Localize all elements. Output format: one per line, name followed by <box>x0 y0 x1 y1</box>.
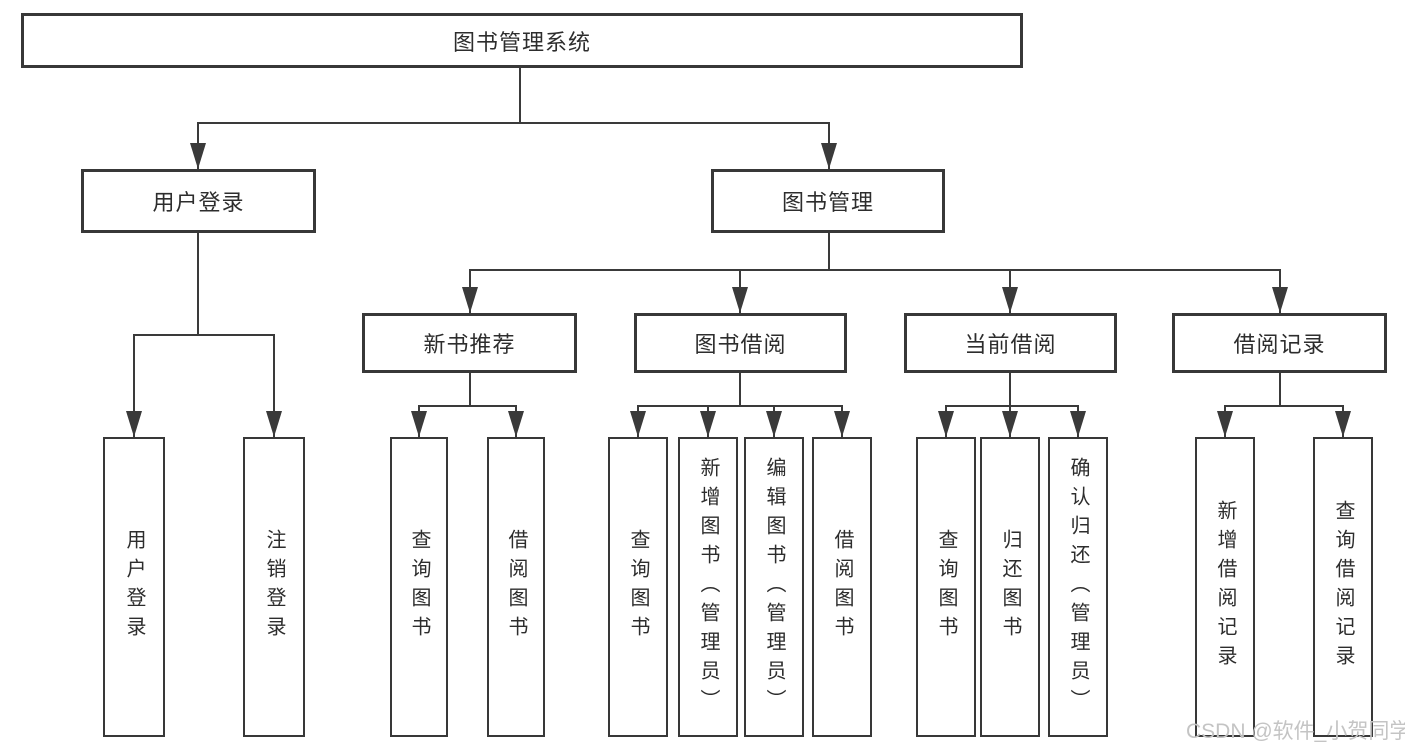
node-book-borrowing: 图书借阅 <box>634 313 847 373</box>
edge-line <box>828 233 830 270</box>
leaf-query-borrow-record: 查询借阅记录 <box>1313 437 1373 737</box>
arrow-down-icon <box>508 411 524 437</box>
node-user-login: 用户登录 <box>81 169 316 233</box>
edge-line <box>469 373 471 406</box>
leaf-add-books-admin: 新增图书（管理员） <box>678 437 738 737</box>
arrow-down-icon <box>462 287 478 313</box>
node-root-library-management-system: 图书管理系统 <box>21 13 1023 68</box>
edge-line <box>1224 405 1344 407</box>
arrow-down-icon <box>411 411 427 437</box>
arrow-down-icon <box>1272 287 1288 313</box>
edge-line <box>519 68 521 123</box>
arrow-down-icon <box>1070 411 1086 437</box>
leaf-add-borrow-record: 新增借阅记录 <box>1195 437 1255 737</box>
edge-line <box>945 405 1079 407</box>
arrow-down-icon <box>266 411 282 437</box>
arrow-down-icon <box>190 143 206 169</box>
edge-line <box>1009 373 1011 406</box>
edge-line <box>133 334 135 437</box>
arrow-down-icon <box>1335 411 1351 437</box>
leaf-borrow-books-borrowing: 借阅图书 <box>812 437 872 737</box>
node-current-borrowing: 当前借阅 <box>904 313 1117 373</box>
leaf-query-books-recommend: 查询图书 <box>390 437 448 737</box>
edge-line <box>197 122 830 124</box>
node-borrowing-records: 借阅记录 <box>1172 313 1387 373</box>
csdn-watermark: CSDN @软件_小贺同学 <box>1186 720 1405 743</box>
leaf-query-books-borrowing: 查询图书 <box>608 437 668 737</box>
edge-line <box>469 269 1281 271</box>
arrow-down-icon <box>821 143 837 169</box>
edge-line <box>739 373 741 406</box>
leaf-return-books: 归还图书 <box>980 437 1040 737</box>
edge-line <box>133 334 275 336</box>
arrow-down-icon <box>1217 411 1233 437</box>
arrow-down-icon <box>1002 287 1018 313</box>
edge-line <box>273 334 275 437</box>
arrow-down-icon <box>732 287 748 313</box>
edge-line <box>1279 373 1281 406</box>
arrow-down-icon <box>938 411 954 437</box>
leaf-logout: 注销登录 <box>243 437 305 737</box>
leaf-user-login: 用户登录 <box>103 437 165 737</box>
node-new-book-recommendation: 新书推荐 <box>362 313 577 373</box>
arrow-down-icon <box>700 411 716 437</box>
leaf-edit-books-admin: 编辑图书（管理员） <box>744 437 804 737</box>
edge-line <box>418 405 517 407</box>
edge-line <box>637 405 843 407</box>
leaf-confirm-return-admin: 确认归还（管理员） <box>1048 437 1108 737</box>
node-book-management: 图书管理 <box>711 169 945 233</box>
arrow-down-icon <box>766 411 782 437</box>
edge-line <box>197 233 199 335</box>
leaf-borrow-books-recommend: 借阅图书 <box>487 437 545 737</box>
arrow-down-icon <box>126 411 142 437</box>
arrow-down-icon <box>1002 411 1018 437</box>
arrow-down-icon <box>630 411 646 437</box>
leaf-query-books-current: 查询图书 <box>916 437 976 737</box>
arrow-down-icon <box>834 411 850 437</box>
